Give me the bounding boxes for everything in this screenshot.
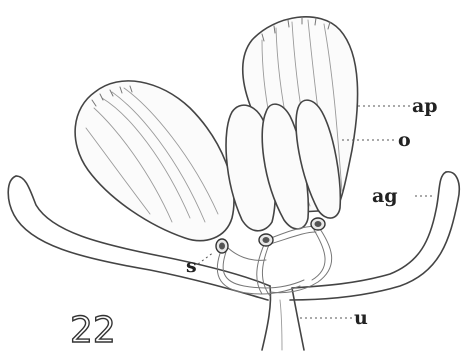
figure-number: 22 — [70, 310, 116, 351]
label-ap: ap — [412, 95, 438, 117]
caudicles — [217, 226, 331, 296]
label-ag: ag — [372, 185, 398, 207]
label-u: u — [354, 307, 368, 329]
label-s: s — [186, 255, 197, 277]
stalk-u — [262, 286, 304, 350]
left-sac — [75, 81, 234, 241]
label-o: o — [398, 129, 411, 151]
lobes-o — [226, 100, 340, 231]
